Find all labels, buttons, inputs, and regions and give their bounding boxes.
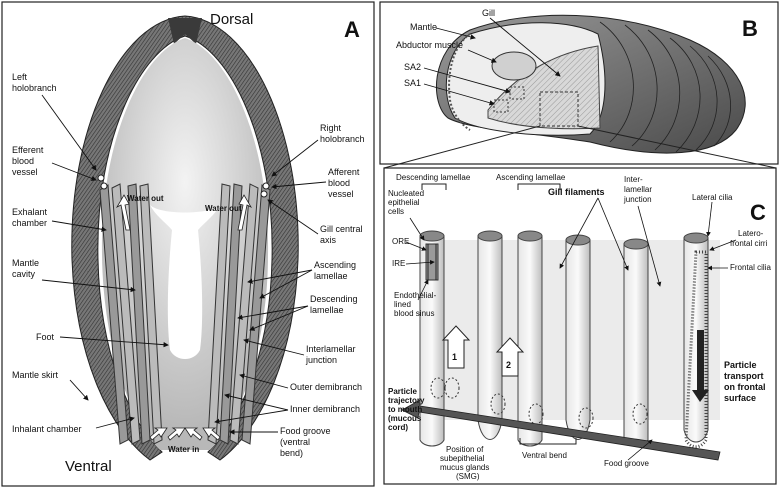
particle-transport-arrow (697, 330, 704, 390)
hinge-ligament (168, 18, 202, 44)
zoom-line-left (383, 125, 541, 169)
zoom-line-right (577, 125, 777, 169)
water-out-right: Water out (205, 204, 242, 213)
label-ventral-bend: Ventral bend (522, 451, 567, 460)
filament-6 (683, 237, 709, 443)
smg-positions (430, 377, 648, 429)
particle-transport-head (692, 390, 709, 402)
panel-b-leaders (423, 17, 561, 106)
label-ore: ORE (392, 237, 409, 246)
foot (167, 230, 203, 359)
arrow-1-label: 1 (452, 352, 457, 362)
panel-a-letter: A (344, 17, 360, 42)
arrow-1 (441, 325, 471, 369)
label-foot: Foot (36, 332, 55, 342)
mucous-cord-arrow (401, 399, 721, 461)
filaments (419, 230, 709, 447)
ventral-label: Ventral (65, 458, 112, 475)
water-out-left: Water out (127, 194, 164, 203)
mantle-edge-frill (448, 33, 471, 131)
water-flow-arrows (115, 194, 253, 441)
label-mantle-skirt: Mantle skirt (12, 370, 59, 380)
frontal-cilia-band (684, 250, 708, 449)
label-laterofrontal: Latero-frontal cirri (730, 229, 768, 248)
left-afferent-vessel (100, 182, 108, 190)
panel-a-right-leaders (214, 139, 327, 435)
label-lateral-cilia: Lateral cilia (692, 193, 733, 202)
panel-b: B Gill Mantle Abductor muscle SA2 SA1 (379, 1, 779, 169)
shell (71, 15, 299, 461)
filament-1 (419, 235, 445, 447)
right-afferent-vessel (260, 190, 268, 198)
brackets (421, 183, 577, 445)
label-frontal-cilia: Frontal cilia (730, 263, 771, 272)
label-inhalant-chamber: Inhalant chamber (12, 424, 82, 434)
left-gill (99, 183, 163, 445)
shell-growth-lines (599, 21, 732, 153)
label-gill-filaments: Gill filaments (548, 187, 605, 197)
right-efferent-vessel (262, 182, 270, 190)
label-abductor: Abductor muscle (396, 40, 463, 50)
label-sa1: SA1 (404, 78, 421, 88)
left-efferent-vessel (97, 174, 105, 182)
label-mantle-b: Mantle (410, 22, 437, 32)
arrow-2-label: 2 (506, 360, 511, 370)
label-ire: IRE (392, 259, 405, 268)
label-gill-b: Gill (482, 8, 495, 18)
panel-c: C 1 2 (383, 167, 777, 485)
filament-4 (565, 239, 591, 440)
label-descending-c: Descending lamellae (396, 173, 471, 182)
arrow-2 (495, 337, 525, 377)
panel-c-leaders (405, 197, 737, 461)
region-c-box (539, 91, 579, 127)
label-food-groove-c: Food groove (604, 459, 649, 468)
abductor-muscle (491, 51, 537, 81)
panel-a-left-leaders (41, 94, 169, 429)
label-outer-demibranch: Outer demibranch (290, 382, 362, 392)
dorsal-label: Dorsal (210, 11, 253, 28)
panel-a: A Dorsal Ventral (1, 1, 375, 487)
panel-b-letter: B (742, 16, 758, 41)
filament-3 (517, 235, 543, 447)
label-inner-demibranch: Inner demibranch (290, 404, 360, 414)
visceral-mass-gap (150, 205, 220, 230)
label-ascending-c: Ascending lamellae (496, 173, 566, 182)
filament-2 (477, 235, 503, 440)
filament-5 (623, 243, 649, 447)
panel-c-letter: C (750, 200, 766, 225)
sa1-box (493, 99, 509, 113)
label-sa2: SA2 (404, 62, 421, 72)
water-in: Water in (168, 445, 199, 454)
